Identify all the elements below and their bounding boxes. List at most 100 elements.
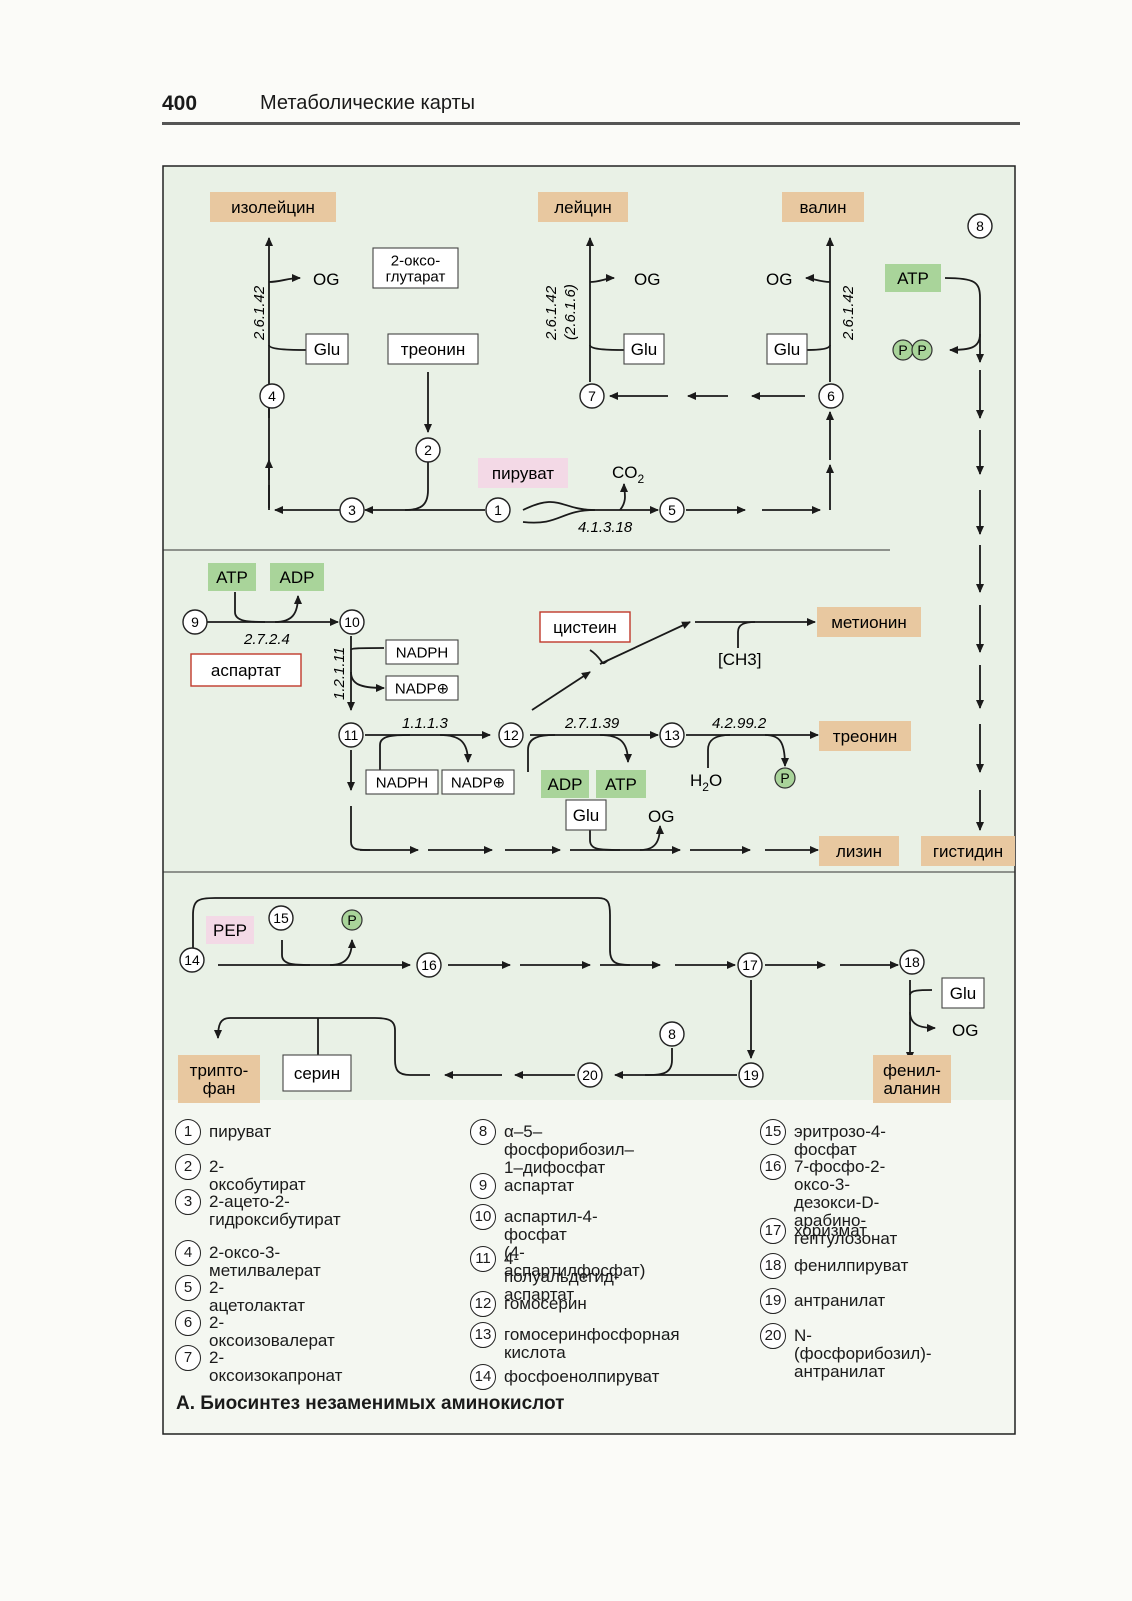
step-number: 10 <box>344 614 360 630</box>
box-nadp-2-label: NADP⊕ <box>451 774 505 791</box>
step-number: 5 <box>668 502 676 518</box>
pp-output <box>949 333 981 354</box>
box-valine-label: валин <box>799 198 846 217</box>
step-node-2: 2 <box>415 437 441 463</box>
legend-compound-name: эритрозо-4-фосфат <box>794 1122 886 1159</box>
pathway-arrow <box>531 671 591 711</box>
legend-number: 8 <box>470 1119 496 1145</box>
box-2-oxoglutarate-label: 2-оксо- <box>391 252 440 269</box>
box-atp-1: ATP <box>208 563 256 591</box>
page-header: 400 Метаболические карты <box>162 90 1020 130</box>
box-nadph-2: NADPH <box>365 769 439 795</box>
pathway-arrow <box>589 826 621 851</box>
pathway-arrow <box>589 344 625 351</box>
legend-number: 16 <box>760 1154 786 1180</box>
enzyme-2.6.1.42-a: 2.6.1.42 <box>251 285 268 341</box>
box-methionine-label: метионин <box>831 613 907 632</box>
legend-number: 11 <box>470 1246 496 1272</box>
step-number: 13 <box>664 727 680 743</box>
legend-number: 15 <box>760 1119 786 1145</box>
legend-number: 3 <box>175 1189 201 1215</box>
box-histidine-label: гистидин <box>933 842 1003 861</box>
step-node-8: 8 <box>659 1021 685 1047</box>
step-number: 16 <box>421 957 437 973</box>
p-circle-1-label: P <box>780 770 789 786</box>
histidine-pathway <box>944 277 984 363</box>
box-adp-2: ADP <box>541 770 589 798</box>
box-atp-1-label: ATP <box>216 568 248 587</box>
arrow-to-methionine <box>599 621 691 665</box>
box-threonine-input: треонин <box>387 333 479 365</box>
step-number: 18 <box>904 954 920 970</box>
box-glu-2: Glu <box>623 333 665 365</box>
step-number: 17 <box>742 957 758 973</box>
box-threonine-input-label: треонин <box>401 340 465 359</box>
legend-compound-name: гомосеринфосфорная кислота <box>504 1325 680 1362</box>
co2-output <box>619 483 629 511</box>
box-glu-3-label: Glu <box>774 340 800 359</box>
legend-number: 13 <box>470 1322 496 1348</box>
box-isoleucine-label: изолейцин <box>231 198 315 217</box>
og-label-4: OG <box>648 807 674 826</box>
box-nadp-1: NADP⊕ <box>385 675 459 701</box>
box-pyruvate-label: пируват <box>492 464 554 483</box>
p-circle-2-label: P <box>347 912 356 928</box>
box-glu-1: Glu <box>305 333 349 365</box>
box-threonine: треонин <box>819 721 911 751</box>
step-number: 20 <box>582 1067 598 1083</box>
enzyme-4.2.99.2: 4.2.99.2 <box>712 715 767 732</box>
pathway-arrow <box>589 274 615 283</box>
enzyme-2.6.1.6: (2.6.1.6) <box>562 284 579 340</box>
step-node-7: 7 <box>579 383 605 409</box>
legend-number: 9 <box>470 1173 496 1199</box>
pathway-arrow <box>522 509 596 524</box>
legend-number: 5 <box>175 1275 201 1301</box>
step-number: 1 <box>494 502 502 518</box>
box-glu-1-label: Glu <box>314 340 340 359</box>
p-circle-1: P <box>774 767 796 789</box>
legend-compound-name: 7-фосфо-2-оксо-3- дезокси-D-арабино- геп… <box>794 1157 898 1248</box>
legend-item-16: 16 7-фосфо-2-оксо-3- дезокси-D-арабино- г… <box>760 1154 898 1248</box>
legend-compound-name: 4-полуальдегид- аспартат <box>504 1249 620 1304</box>
box-nadph-1-label: NADPH <box>396 644 449 661</box>
og-label-2: OG <box>634 270 660 289</box>
pathway-arrow <box>350 671 385 692</box>
pp-circle-2: P <box>911 339 933 361</box>
step-node-18: 18 <box>899 949 925 975</box>
box-2-oxoglutarate: 2-оксо-глутарат <box>372 247 459 289</box>
legend-number: 20 <box>760 1323 786 1349</box>
step-number: 11 <box>344 727 359 743</box>
legend-compound-name: гомосерин <box>504 1294 587 1313</box>
box-tryptophan-label: фан <box>203 1079 236 1098</box>
box-methionine: метионин <box>817 607 921 637</box>
box-lysine: лизин <box>819 836 899 866</box>
box-tryptophan: трипто-фан <box>178 1055 260 1103</box>
pp-circle-1-label: P <box>898 342 907 358</box>
enzyme-2.6.1.42-b: 2.6.1.42 <box>543 285 560 341</box>
legend-compound-name: пируват <box>209 1122 272 1141</box>
box-glu-5-label: Glu <box>950 984 976 1003</box>
ch3-label: [CH3] <box>718 650 761 669</box>
box-phenylalanine: фенил-аланин <box>873 1055 951 1103</box>
box-lysine-label: лизин <box>836 842 882 861</box>
step-number: 15 <box>273 910 289 926</box>
legend-compound-name: N-(фосфорибозил)- антранилат <box>794 1326 932 1381</box>
step-node-15: 15 <box>268 905 294 931</box>
og-output-isoleucine <box>268 274 301 283</box>
step-number: 4 <box>268 388 276 404</box>
pathway-arrow <box>805 274 831 283</box>
step-number: 12 <box>503 727 519 743</box>
pathway-arrow <box>707 734 731 768</box>
pathway-arrow <box>737 621 756 648</box>
